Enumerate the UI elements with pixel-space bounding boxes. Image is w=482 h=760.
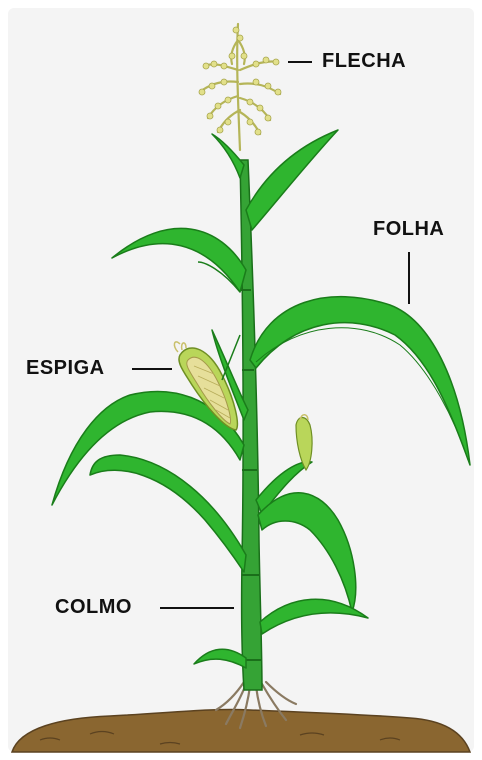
label-flecha: FLECHA [322,50,406,73]
label-colmo: COLMO [55,596,132,619]
colmo-leader-line [160,607,234,609]
label-espiga: ESPIGA [26,357,105,380]
flecha-leader-line [288,61,312,63]
label-folha: FOLHA [373,218,444,241]
background-panel [8,8,474,752]
espiga-leader-line [132,368,172,370]
folha-leader-line [408,252,410,304]
